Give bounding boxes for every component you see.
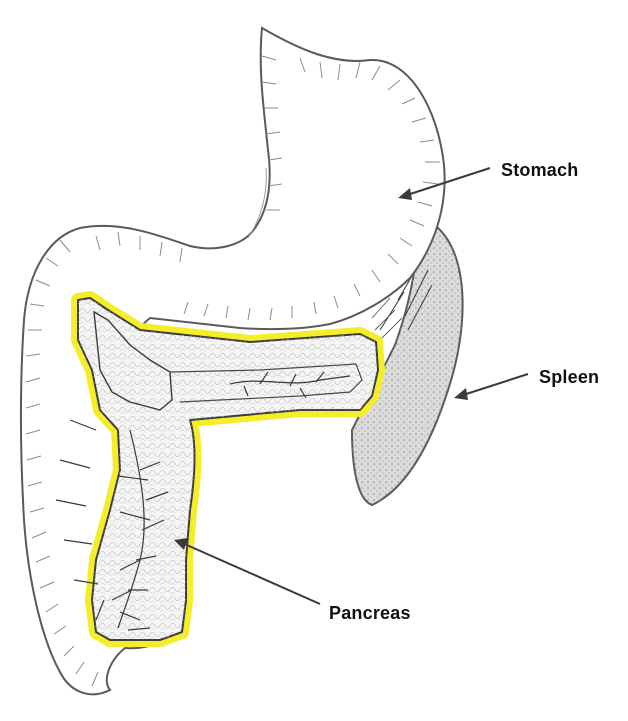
- pancreas-leader: [180, 542, 320, 604]
- spleen-leader: [460, 374, 528, 396]
- spleen-label: Spleen: [539, 367, 599, 388]
- pancreas-label: Pancreas: [329, 603, 411, 624]
- spleen-arrowhead: [454, 388, 468, 400]
- stomach-label: Stomach: [501, 160, 578, 181]
